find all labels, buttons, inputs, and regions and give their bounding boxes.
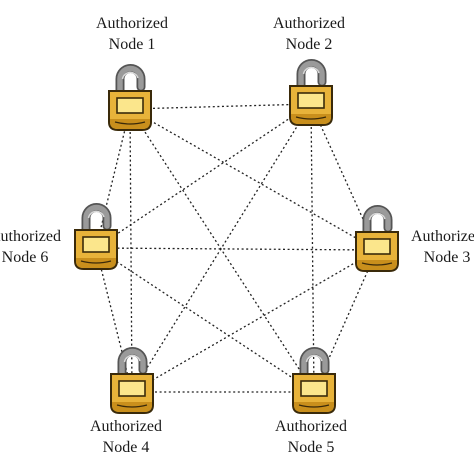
node-label-2-line2: Node 2 xyxy=(285,36,333,53)
padlock-open-icon-3 xyxy=(355,205,399,272)
node-label-1: Authorized Node 1 xyxy=(87,13,177,55)
node-label-3-line2: Node 3 xyxy=(423,249,471,266)
node-label-6-line2: Node 6 xyxy=(1,249,49,266)
connection-line-3-6 xyxy=(95,247,378,251)
node-label-2-line1: Authorized xyxy=(273,15,345,32)
connection-line-1-6 xyxy=(95,108,131,249)
padlock-open-icon-2 xyxy=(289,59,333,126)
node-label-3: Authorized Node 3 xyxy=(402,226,474,268)
connection-line-1-4 xyxy=(129,108,133,393)
node-label-5-line2: Node 5 xyxy=(287,439,335,456)
connection-line-2-6 xyxy=(95,103,312,249)
connection-line-3-4 xyxy=(131,249,378,393)
node-label-1-line1: Authorized xyxy=(96,15,168,32)
padlock-open-icon-6 xyxy=(74,203,118,270)
padlock-open-icon-5 xyxy=(292,347,336,414)
node-label-5: Authorized Node 5 xyxy=(266,416,356,458)
connection-line-2-5 xyxy=(310,103,315,393)
connection-line-1-2 xyxy=(129,103,312,110)
connection-line-5-6 xyxy=(95,247,315,393)
node-label-3-line1: Authorized xyxy=(411,228,474,245)
node-label-2: Authorized Node 2 xyxy=(264,13,354,55)
connection-line-1-3 xyxy=(129,108,378,251)
node-label-6: Authorized Node 6 xyxy=(0,226,70,268)
node-label-4-line1: Authorized xyxy=(90,418,162,435)
node-label-6-line1: Authorized xyxy=(0,228,61,245)
node-label-5-line1: Authorized xyxy=(275,418,347,435)
node-locks xyxy=(74,59,399,414)
node-label-4: Authorized Node 4 xyxy=(81,416,171,458)
connection-line-2-4 xyxy=(131,103,312,393)
connection-line-1-5 xyxy=(129,108,315,393)
padlock-open-icon-1 xyxy=(108,64,152,131)
node-label-1-line2: Node 1 xyxy=(108,36,156,53)
node-label-4-line2: Node 4 xyxy=(102,439,150,456)
padlock-open-icon-4 xyxy=(110,347,154,414)
